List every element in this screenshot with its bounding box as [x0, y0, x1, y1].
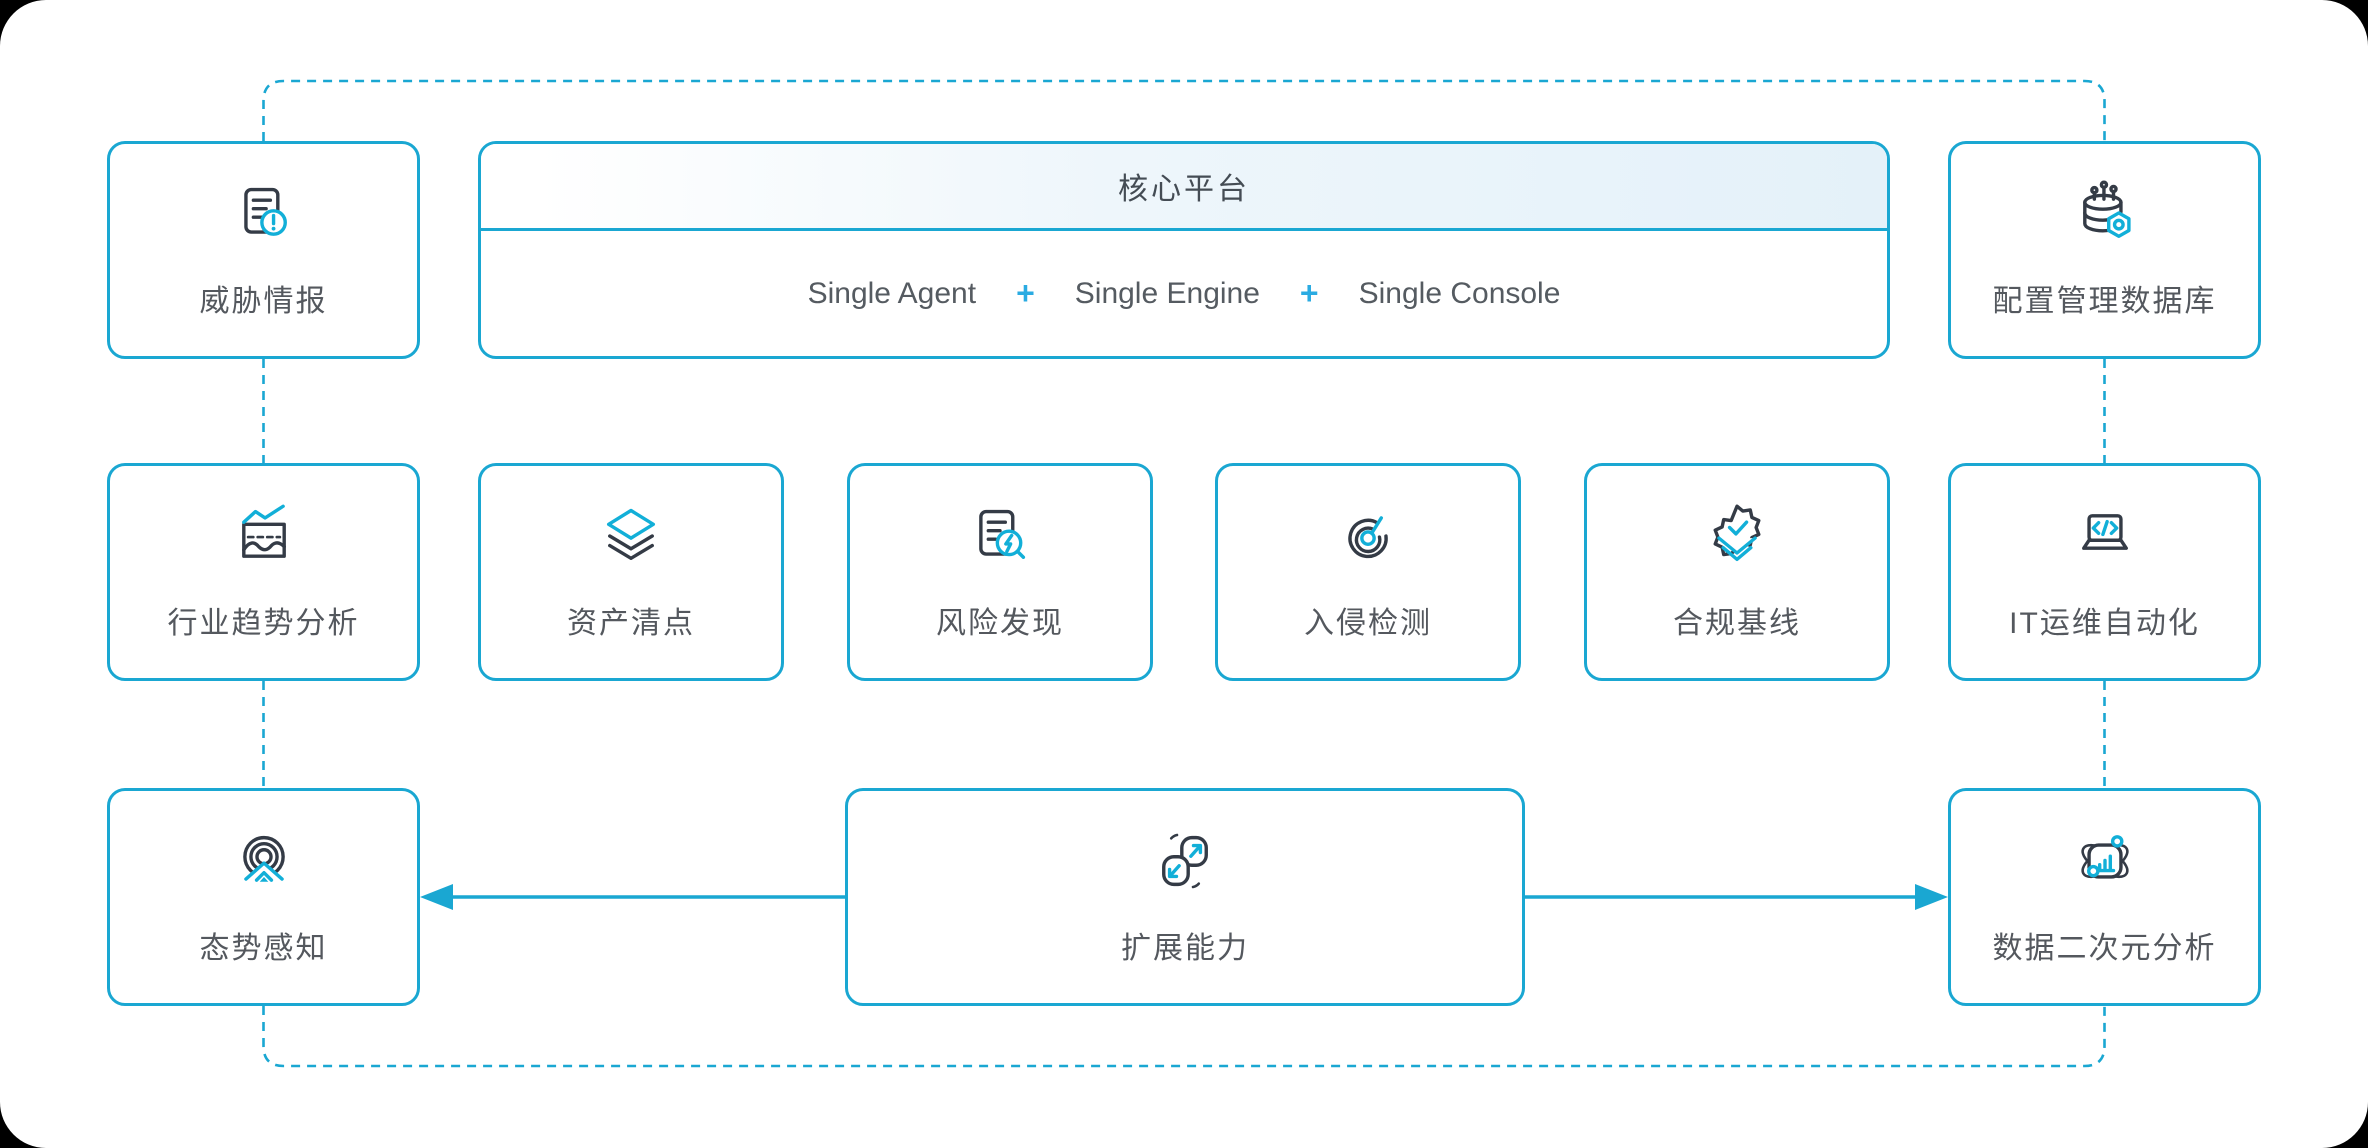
card-label: IT运维自动化	[2009, 607, 2200, 640]
core-platform-body: Single Agent + Single Engine + Single Co…	[481, 231, 1887, 356]
radar-icon	[1348, 516, 1388, 559]
core-platform-header: 核心平台	[481, 144, 1887, 231]
document-search-bolt-icon	[979, 509, 1026, 559]
document-alert-icon	[243, 187, 287, 236]
card-data-secondary-analysis: 数据二次元分析	[1948, 788, 2261, 1006]
plus-separator: +	[1016, 275, 1035, 311]
card-label: 数据二次元分析	[1992, 932, 2217, 965]
card-label: 扩展能力	[1121, 932, 1249, 965]
card-risk-discovery: 风险发现	[847, 463, 1153, 681]
card-compliance-baseline: 合规基线	[1584, 463, 1890, 681]
card-it-ops-automation: IT运维自动化	[1948, 463, 2261, 681]
card-extension-capability: 扩展能力	[845, 788, 1525, 1006]
trend-chart-icon	[241, 504, 286, 558]
target-chevron-icon	[242, 835, 285, 882]
single-agent-label: Single Agent	[807, 276, 977, 310]
card-label: 威胁情报	[199, 285, 328, 318]
card-intrusion-detection: 入侵检测	[1215, 463, 1521, 681]
dashed-top-loop	[262, 79, 2106, 141]
card-label: 配置管理数据库	[1992, 285, 2217, 318]
card-situational-awareness: 态势感知	[107, 788, 420, 1006]
card-label: 风险发现	[936, 607, 1064, 640]
card-label: 资产清点	[567, 607, 695, 640]
card-label: 合规基线	[1673, 607, 1801, 640]
database-gear-icon	[2082, 180, 2131, 239]
card-label: 行业趋势分析	[167, 607, 360, 640]
card-label: 入侵检测	[1304, 607, 1432, 640]
card-industry-trend: 行业趋势分析	[107, 463, 420, 681]
card-cmdb: 配置管理数据库	[1948, 141, 2261, 359]
dashed-bottom-loop	[262, 1006, 2106, 1068]
card-label: 态势感知	[199, 932, 328, 965]
badge-check-icon	[1713, 504, 1761, 562]
single-console-label: Single Console	[1358, 276, 1561, 310]
plus-separator: +	[1299, 275, 1319, 311]
single-engine-label: Single Engine	[1074, 276, 1260, 310]
orbit-chart-icon	[2080, 835, 2129, 879]
layers-icon	[606, 508, 656, 561]
card-threat-intel: 威胁情报	[107, 141, 420, 359]
card-core-platform: 核心平台 Single Agent + Single Engine + Sing…	[478, 141, 1890, 359]
core-platform-title: 核心平台	[1118, 173, 1250, 206]
card-asset-inventory: 资产清点	[478, 463, 784, 681]
laptop-code-icon	[2081, 514, 2128, 550]
expand-link-icon	[1162, 833, 1208, 889]
